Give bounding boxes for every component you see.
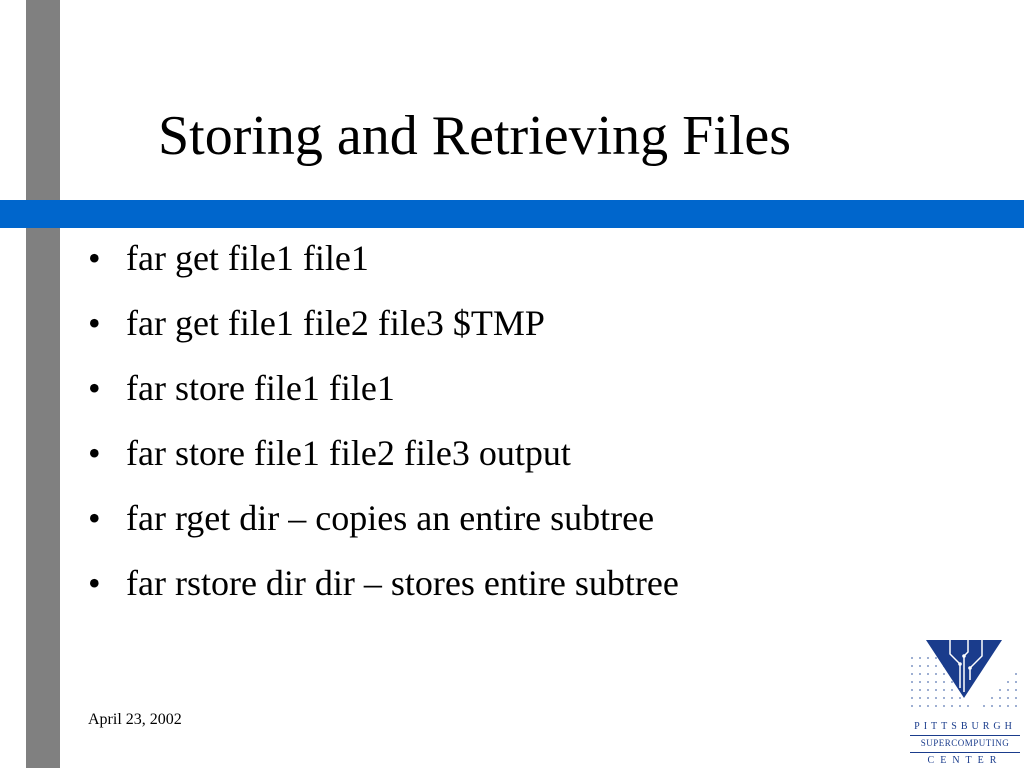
bullet-text: far store file1 file1 — [126, 368, 395, 408]
slide-title: Storing and Retrieving Files — [158, 105, 792, 167]
logo-line-2: SUPERCOMPUTING — [920, 738, 1010, 748]
bullet-text: far get file1 file1 — [126, 238, 369, 278]
bullet-icon: • — [88, 238, 101, 278]
logo-line-1: PITTSBURGH — [914, 721, 1016, 732]
logo-divider — [910, 752, 1020, 753]
psc-logo: PITTSBURGH SUPERCOMPUTING CENTER — [906, 636, 1024, 768]
bullet-icon: • — [88, 368, 101, 408]
bullet-icon: • — [88, 303, 101, 343]
bullet-icon: • — [88, 563, 101, 603]
title-divider-band — [0, 200, 1024, 228]
bullet-text: far rstore dir dir – stores entire subtr… — [126, 563, 679, 603]
bullet-text: far rget dir – copies an entire subtree — [126, 498, 655, 538]
left-accent-bar — [26, 0, 60, 768]
triangle-circuit-icon — [911, 640, 1017, 707]
logo-line-3: CENTER — [927, 755, 1003, 766]
logo-divider — [910, 735, 1020, 736]
bullet-text: far get file1 file2 file3 $TMP — [126, 303, 545, 343]
bullet-icon: • — [88, 498, 101, 538]
bullet-text: far store file1 file2 file3 output — [126, 433, 571, 473]
bullet-icon: • — [88, 433, 101, 473]
slide-date: April 23, 2002 — [88, 711, 182, 728]
